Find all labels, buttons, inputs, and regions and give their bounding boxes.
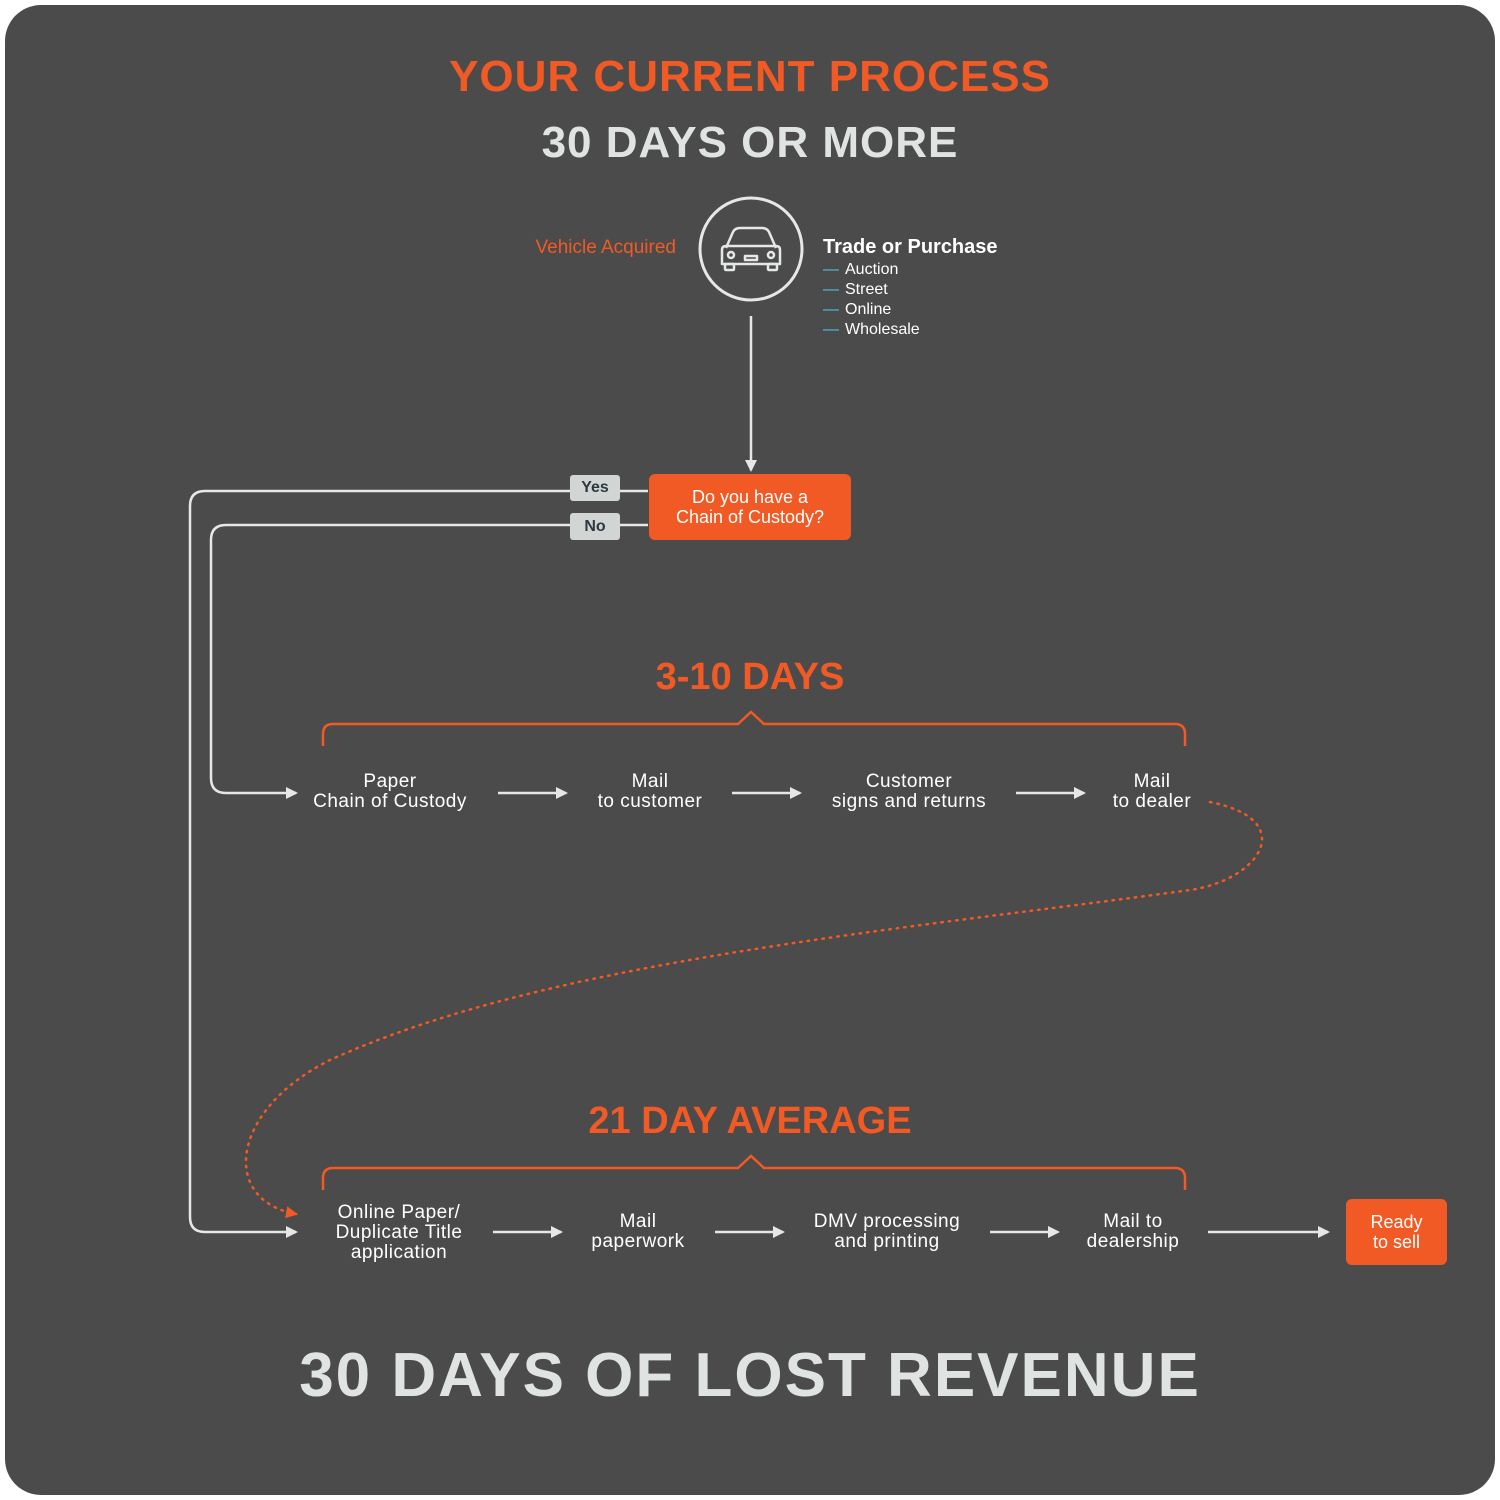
source-item: —Street	[823, 281, 888, 298]
dotted-connector	[244, 800, 1264, 1219]
source-item: —Auction	[823, 261, 899, 278]
sources-list: —Auction —Street —Online —Wholesale	[823, 260, 920, 340]
background-panel	[5, 5, 1495, 1495]
yes-tag: Yes	[570, 475, 620, 501]
page-subtitle: 30 DAYS OR MORE	[541, 118, 959, 167]
brace-21-day-average	[321, 1154, 1187, 1190]
sources-title: Trade or Purchase	[823, 236, 998, 258]
page-title: YOUR CURRENT PROCESS	[449, 52, 1051, 101]
yes-path-line	[188, 489, 648, 1238]
no-path-line	[209, 523, 648, 799]
car-icon	[698, 196, 804, 302]
vehicle-acquired-label: Vehicle Acquired	[535, 237, 677, 258]
source-item: —Online	[823, 301, 892, 318]
duration-3-10-days: 3-10 DAYS	[655, 656, 845, 698]
source-item: —Wholesale	[823, 321, 920, 338]
brace-3-10-days	[321, 710, 1187, 746]
no-tag: No	[570, 513, 620, 540]
footer-title: 30 DAYS OF LOST REVENUE	[299, 1341, 1201, 1410]
duration-21-day-average: 21 DAY AVERAGE	[588, 1100, 912, 1142]
